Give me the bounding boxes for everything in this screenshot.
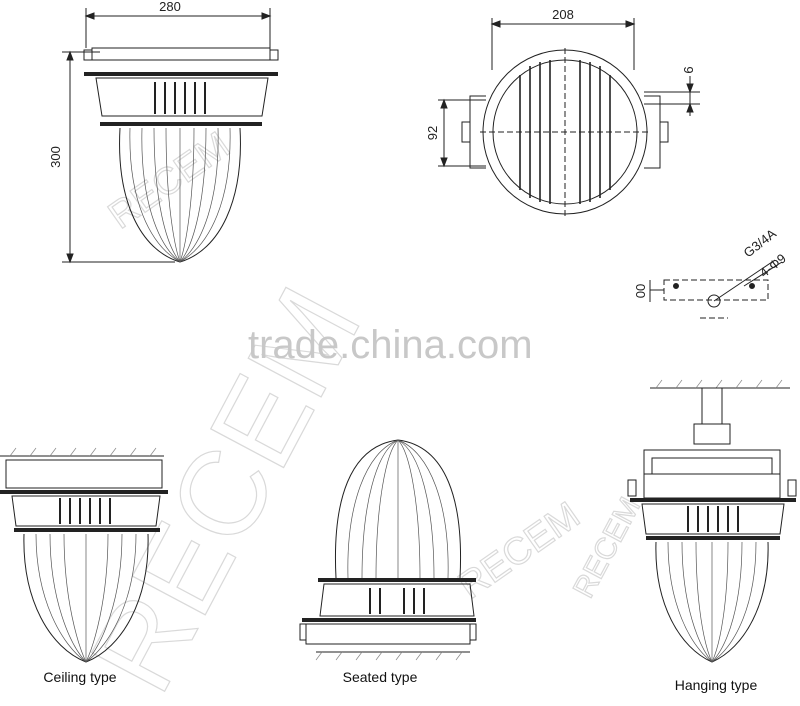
- watermark-brand-small-right: RECEM: [567, 492, 647, 603]
- ceiling-type-drawing: [0, 447, 168, 663]
- seated-type-drawing: [299, 439, 477, 661]
- dim-offset-00: 00: [633, 284, 648, 298]
- watermark-brand-small-left: RECEM: [101, 124, 238, 237]
- dim-top-width: 280: [159, 0, 181, 14]
- dim-height: 300: [48, 146, 63, 168]
- mounting-detail: [649, 259, 783, 319]
- side-view-dimensioned: [62, 8, 279, 264]
- caption-ceiling-type: Ceiling type: [43, 669, 116, 685]
- caption-seated-type: Seated type: [343, 669, 418, 685]
- dim-offset-9: 9: [681, 66, 696, 73]
- watermark-brand-small-mid: RECEM: [451, 494, 588, 607]
- plan-view: [438, 18, 700, 216]
- dim-offset-92: 92: [425, 126, 440, 140]
- caption-hanging-type: Hanging type: [675, 677, 758, 693]
- dim-holes: 4-Φ9: [757, 251, 789, 281]
- watermark-site: trade.china.com: [248, 323, 533, 367]
- hanging-type-drawing: [627, 379, 797, 663]
- dim-base-width: 208: [552, 7, 574, 22]
